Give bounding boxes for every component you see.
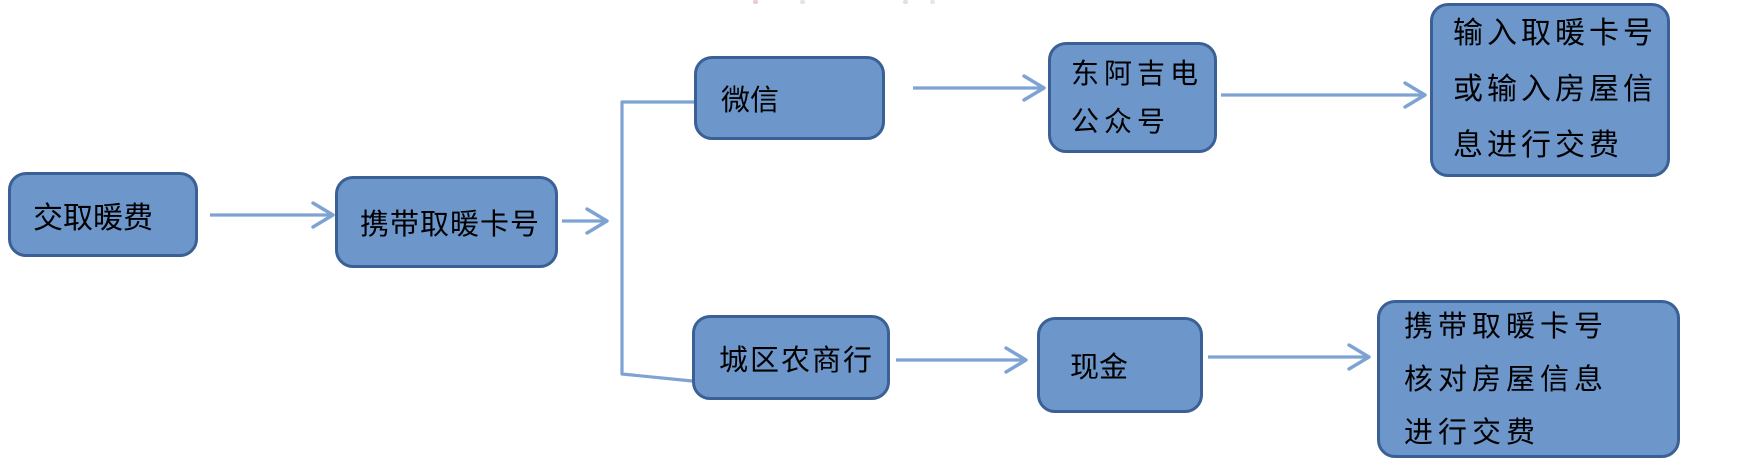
node-cash-label: 现金 — [1070, 350, 1129, 384]
cropped-text-artifact — [903, 0, 908, 4]
node-wechat-payment-steps: 输入取暖卡号 或输入房屋信 息进行交费 — [1430, 3, 1670, 177]
node-wechat: 微信 — [694, 56, 885, 140]
node-bank-payment-steps-label: 携带取暖卡号 核对房屋信息 进行交费 — [1404, 308, 1609, 449]
node-wechat-label: 微信 — [721, 83, 780, 117]
node-rural-commercial-bank-label: 城区农商行 — [719, 342, 875, 377]
cropped-text-artifact — [800, 0, 805, 4]
node-official-account: 东阿吉电 公众号 — [1048, 42, 1217, 153]
cropped-text-artifact — [930, 0, 935, 4]
node-official-account-label: 东阿吉电 公众号 — [1071, 56, 1204, 138]
node-carry-heating-card: 携带取暖卡号 — [335, 176, 558, 268]
cropped-text-artifact — [753, 0, 758, 4]
node-wechat-payment-steps-label: 输入取暖卡号 或输入房屋信 息进行交费 — [1453, 16, 1657, 163]
node-bank-payment-steps: 携带取暖卡号 核对房屋信息 进行交费 — [1377, 300, 1680, 458]
node-carry-heating-card-label: 携带取暖卡号 — [360, 207, 541, 241]
elbow-branch-connector — [620, 100, 694, 383]
node-pay-heating-fee: 交取暖费 — [8, 172, 198, 257]
node-rural-commercial-bank: 城区农商行 — [692, 315, 890, 400]
node-pay-heating-fee-label: 交取暖费 — [33, 200, 153, 236]
node-cash: 现金 — [1037, 317, 1203, 413]
